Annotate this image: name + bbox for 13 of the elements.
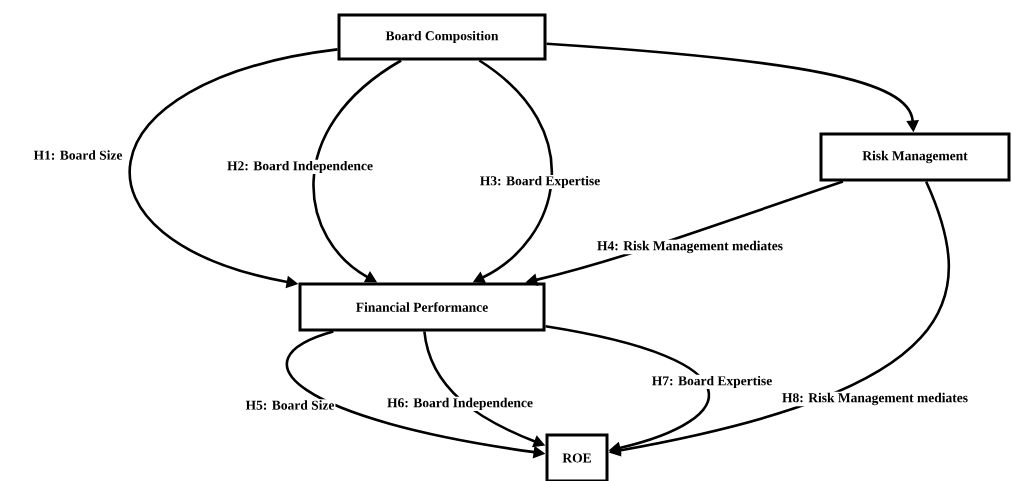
edge-label: H7: Board Expertise <box>650 374 774 390</box>
edge-label: H3: Board Expertise <box>478 174 602 190</box>
process-box: ROE <box>545 433 609 481</box>
process-box: Financial Performance <box>298 282 546 332</box>
process-box: Board Composition <box>337 13 547 61</box>
process-box: Risk Management <box>819 132 1011 182</box>
edge-label: H2: Board Independence <box>226 159 374 175</box>
edge-label: H1: Board Size <box>32 149 124 161</box>
arrow <box>312 59 402 283</box>
edge-label: H6: Board Independence <box>386 396 534 412</box>
edge-label: H5: Board Size <box>244 399 336 411</box>
edge-label: H8: Risk Management mediates <box>781 391 969 407</box>
edge-label: H4: Risk Management mediates <box>596 239 784 255</box>
